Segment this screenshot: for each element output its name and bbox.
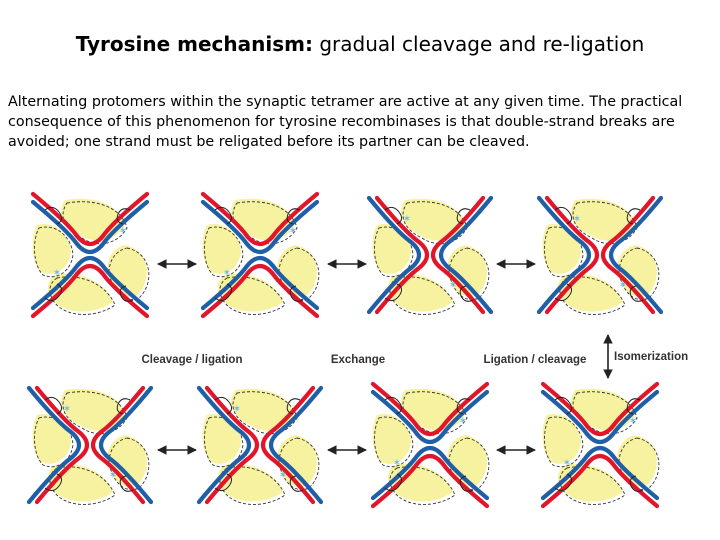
active-site-icon: ✶ (53, 268, 61, 279)
dna-strand-blue (370, 389, 490, 445)
active-site-icon: ✶ (449, 280, 457, 291)
active-site-icon: ✶ (279, 470, 287, 481)
protomer-1 (60, 388, 125, 431)
synaptic-complex-8: ✶✶ (540, 381, 660, 509)
dna-strand-red (544, 195, 600, 315)
dna-strand-blue (438, 195, 494, 315)
active-site-icon: ✶ (223, 268, 231, 279)
dna-strand-blue (200, 255, 320, 311)
dna-strand-red (430, 195, 486, 315)
dna-strand-blue (608, 195, 664, 315)
synaptic-complex-panels: ✶✶✶✶✶✶✶✶✶✶✶✶✶✶✶✶ (26, 191, 664, 509)
active-site-icon: ✶ (289, 226, 297, 237)
title-bold: Tyrosine mechanism: (75, 32, 313, 56)
dna-strand-red (374, 195, 430, 315)
dna-strand-blue (30, 255, 150, 311)
synaptic-complex-6: ✶✶ (196, 385, 324, 505)
active-site-icon: ✶ (233, 404, 241, 415)
dna-strand-red (30, 191, 150, 247)
dna-strand-blue (370, 445, 490, 501)
dna-strand-blue (366, 195, 422, 315)
synaptic-complex-2: ✶✶ (200, 191, 320, 319)
dna-strand-blue (268, 385, 324, 505)
dna-strand-red (600, 195, 656, 315)
dna-strand-blue (26, 385, 82, 505)
dna-strand-blue (540, 445, 660, 501)
active-site-icon: ✶ (459, 416, 467, 427)
label-isomerization: Isomerization (614, 351, 688, 363)
active-site-icon: ✶ (393, 458, 401, 469)
dna-strand-red (370, 381, 490, 437)
active-site-icon: ✶ (109, 470, 117, 481)
protomer-4 (542, 414, 581, 464)
dna-strand-blue (196, 385, 252, 505)
dna-strand-blue (540, 389, 660, 445)
synaptic-complex-1: ✶✶ (30, 191, 150, 319)
dna-strand-blue (98, 385, 154, 505)
recombination-diagram: ✶✶✶✶✶✶✶✶✶✶✶✶✶✶✶✶ Cleavage / ligation Exc… (26, 191, 688, 509)
synaptic-complex-4: ✶✶ (536, 195, 664, 315)
description-text: Alternating protomers within the synapti… (8, 94, 683, 150)
protomer-4 (32, 224, 71, 274)
dna-strand-red (90, 385, 146, 505)
synaptic-complex-7: ✶✶ (370, 381, 490, 509)
dna-strand-red (204, 385, 260, 505)
active-site-icon: ✶ (619, 280, 627, 291)
slide-title: Tyrosine mechanism: gradual cleavage and… (0, 30, 720, 58)
protomer-1 (400, 198, 465, 241)
active-site-icon: ✶ (563, 458, 571, 469)
dna-strand-blue (200, 199, 320, 255)
dna-strand-red (200, 191, 320, 247)
dna-strand-red (260, 385, 316, 505)
title-rest: gradual cleavage and re-ligation (312, 32, 645, 56)
active-site-icon: ✶ (573, 214, 581, 225)
synaptic-complex-5: ✶✶ (26, 385, 154, 505)
label-cleavage-ligation: Cleavage / ligation (142, 354, 243, 366)
dna-strand-red (540, 381, 660, 437)
dna-strand-blue (30, 199, 150, 255)
active-site-icon: ✶ (629, 416, 637, 427)
active-site-icon: ✶ (403, 214, 411, 225)
label-exchange: Exchange (331, 354, 385, 366)
protomer-1 (570, 198, 635, 241)
label-ligation-cleavage: Ligation / cleavage (484, 354, 587, 366)
dna-strand-blue (536, 195, 592, 315)
protomer-4 (372, 414, 411, 464)
protomer-1 (230, 388, 295, 431)
active-site-icon: ✶ (63, 404, 71, 415)
protomer-4 (202, 224, 241, 274)
synaptic-complex-3: ✶✶ (366, 195, 494, 315)
active-site-icon: ✶ (119, 226, 127, 237)
dna-strand-red (34, 385, 90, 505)
